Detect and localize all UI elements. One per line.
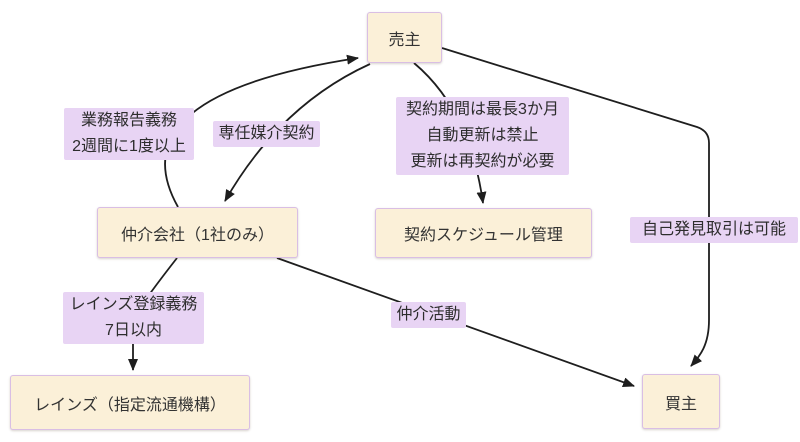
edge-label-line: レインズ登録義務 <box>69 296 198 313</box>
node-reins-label: レインズ（指定流通機構） <box>34 396 226 414</box>
edge-label-line: 業務報告義務 <box>80 112 177 129</box>
edge-label-line: 更新は再契約が必要 <box>410 153 555 170</box>
node-reins: レインズ（指定流通機構） <box>10 375 250 430</box>
edge-label-line: 仲介活動 <box>396 306 461 323</box>
node-broker-label: 仲介会社（1社のみ） <box>121 226 274 244</box>
edge-label-line: 自動更新は禁止 <box>426 127 539 144</box>
node-buyer-label: 買主 <box>664 395 697 413</box>
edge-label-contract-term: 契約期間は最長3か月 自動更新は禁止 更新は再契約が必要 <box>396 97 569 175</box>
node-broker: 仲介会社（1社のみ） <box>97 207 298 258</box>
node-seller: 売主 <box>367 12 442 63</box>
edge-label-line: 7日以内 <box>105 322 162 339</box>
edge-label-brokerage-activity: 仲介活動 <box>391 302 466 328</box>
node-schedule: 契約スケジュール管理 <box>375 208 592 258</box>
edge-label-exclusive-contract: 専任媒介契約 <box>213 121 320 147</box>
edge-label-report-duty: 業務報告義務 2週間に1度以上 <box>64 108 194 160</box>
edge-seller-to-broker <box>224 63 371 202</box>
node-buyer: 買主 <box>642 374 720 429</box>
edge-label-reins-duty: レインズ登録義務 7日以内 <box>63 292 204 344</box>
edge-label-line: 専任媒介契約 <box>218 125 315 142</box>
edge-seller-to-buyer <box>441 47 710 367</box>
edge-label-line: 2週間に1度以上 <box>72 138 186 155</box>
edge-label-line: 自己発見取引は可能 <box>641 221 786 238</box>
edge-label-line: 契約期間は最長3か月 <box>406 101 559 118</box>
edge-label-self-discovery: 自己発見取引は可能 <box>630 217 798 243</box>
node-seller-label: 売主 <box>388 31 421 49</box>
node-schedule-label: 契約スケジュール管理 <box>404 227 563 244</box>
